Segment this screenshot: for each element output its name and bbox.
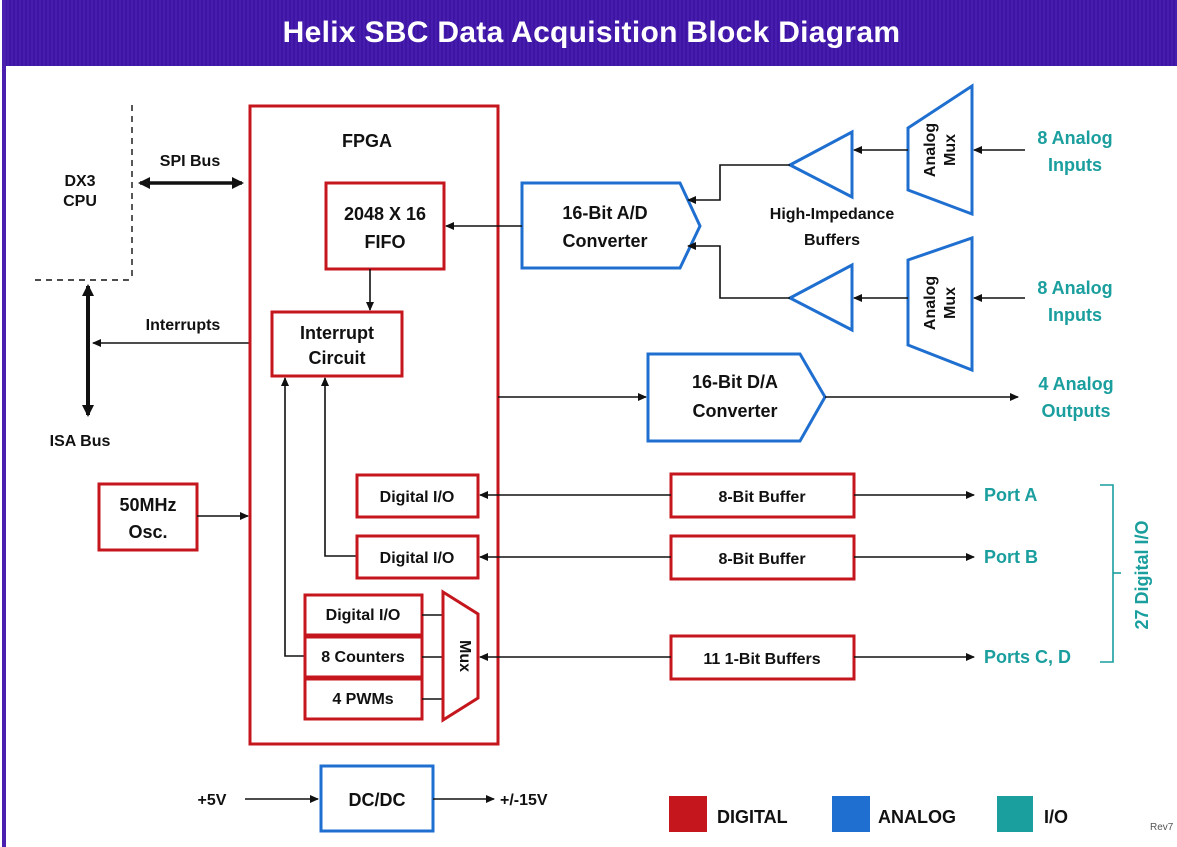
legend-digital-swatch (669, 796, 707, 832)
digital-io-c-label: Digital I/O (326, 607, 401, 624)
interrupt-label-line1: Interrupt (300, 323, 374, 343)
ad-converter-block (520, 181, 702, 270)
interrupt-circuit-block (270, 310, 404, 378)
port-a-label: Port A (984, 485, 1037, 505)
fifo-label-line1: 2048 X 16 (344, 204, 426, 224)
ad-label-line2: Converter (562, 231, 647, 251)
digital-io-b-label: Digital I/O (380, 550, 455, 567)
da-label-line2: Converter (692, 401, 777, 421)
cpu-region: DX3 CPU (35, 105, 133, 281)
dcdc-block (319, 764, 435, 833)
power-out-label: +/-15V (500, 792, 548, 809)
title-bar: Helix SBC Data Acquisition Block Diagram (6, 0, 1177, 66)
fpga-label: FPGA (342, 131, 392, 151)
counters-to-interrupt-wire (281, 377, 305, 657)
buffer-upper-to-ad-wire (687, 164, 790, 204)
fifo-block (324, 181, 446, 271)
buffer-cd-label: 11 1-Bit Buffers (703, 651, 820, 668)
power-in-label: +5V (198, 792, 227, 809)
mux-block (441, 589, 480, 723)
pwms-label: 4 PWMs (332, 691, 393, 708)
buffers-label-line2: Buffers (804, 232, 860, 249)
da-converter-block (646, 352, 827, 443)
legend-analog-swatch (832, 796, 870, 832)
legend-analog-label: ANALOG (878, 807, 956, 827)
osc-label-line1: 50MHz (119, 495, 176, 515)
analog-in-lower-line1: 8 Analog (1037, 278, 1112, 298)
portb-to-interrupt-wire (321, 377, 357, 557)
legend-io-swatch (997, 796, 1033, 832)
osc-label-line2: Osc. (128, 522, 167, 542)
digital-io-bracket (1100, 484, 1114, 663)
analog-mux-upper-line1: Analog (922, 123, 939, 177)
digital-io-a-label: Digital I/O (380, 489, 455, 506)
counters-label: 8 Counters (321, 649, 405, 666)
buffer-lower (786, 262, 854, 333)
buffer-a-label: 8-Bit Buffer (718, 489, 805, 506)
buffer-upper (786, 129, 854, 200)
legend: DIGITAL ANALOG I/O (669, 796, 1068, 832)
ad-label-line1: 16-Bit A/D (562, 203, 647, 223)
analog-out-line2: Outputs (1042, 401, 1111, 421)
analog-mux-upper (906, 83, 974, 217)
buffer-b-block (669, 534, 856, 581)
analog-in-lower-line2: Inputs (1048, 305, 1102, 325)
digital-io-c-block (303, 593, 424, 637)
buffer-cd-block (669, 634, 856, 681)
pwms-block (303, 677, 424, 721)
cpu-label-line1: DX3 (64, 173, 95, 190)
mux-label: Mux (456, 640, 473, 672)
analog-in-upper-line1: 8 Analog (1037, 128, 1112, 148)
analog-mux-upper-line2: Mux (942, 134, 959, 166)
buffer-lower-to-ad-wire (687, 242, 790, 299)
analog-mux-lower-line1: Analog (922, 276, 939, 330)
digital-io-a-block (355, 473, 480, 519)
digital-io-b-block (355, 534, 480, 580)
analog-mux-lower-line2: Mux (942, 287, 959, 319)
da-label-line1: 16-Bit D/A (692, 372, 778, 392)
legend-io-label: I/O (1044, 807, 1068, 827)
interrupt-label-line2: Circuit (308, 348, 365, 368)
cpu-label-line2: CPU (63, 193, 97, 210)
isa-bus-label: ISA Bus (50, 433, 111, 450)
spi-bus-label: SPI Bus (160, 153, 221, 170)
counters-block (303, 635, 424, 679)
buffer-b-label: 8-Bit Buffer (718, 551, 805, 568)
digital-io-group-label: 27 Digital I/O (1132, 520, 1152, 629)
port-cd-label: Ports C, D (984, 647, 1071, 667)
fifo-label-line2: FIFO (365, 232, 406, 252)
analog-mux-lower (906, 235, 974, 373)
analog-in-upper-line2: Inputs (1048, 155, 1102, 175)
port-b-label: Port B (984, 547, 1038, 567)
legend-digital-label: DIGITAL (717, 807, 788, 827)
interrupts-label: Interrupts (146, 317, 221, 334)
oscillator-block (97, 482, 199, 552)
analog-out-line1: 4 Analog (1038, 374, 1113, 394)
revision-label: Rev7 (1150, 822, 1174, 833)
dcdc-label: DC/DC (349, 790, 406, 810)
buffers-label-line1: High-Impedance (770, 206, 895, 223)
diagram-title: Helix SBC Data Acquisition Block Diagram (282, 16, 901, 49)
